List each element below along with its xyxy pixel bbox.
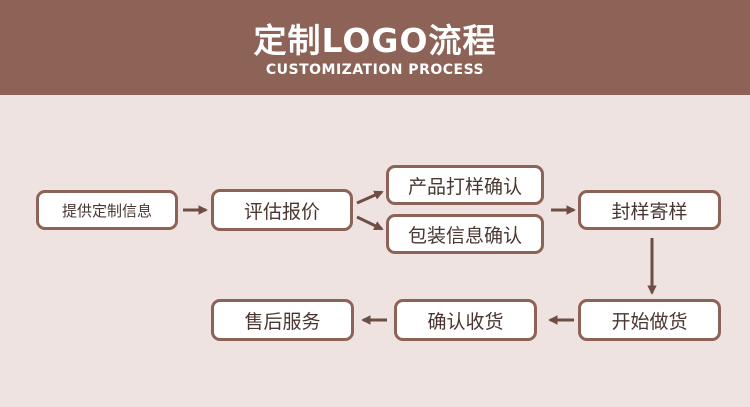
- step-start-production: 开始做货: [578, 299, 721, 341]
- page-subtitle: CUSTOMIZATION PROCESS: [265, 62, 485, 78]
- arrow-quote-to-sample: [356, 190, 384, 205]
- step-quote: 评估报价: [211, 189, 353, 231]
- step-sample-confirm: 产品打样确认: [386, 165, 544, 205]
- step-seal-sample: 封样寄样: [578, 190, 721, 230]
- step-provide-info: 提供定制信息: [36, 190, 178, 230]
- step-confirm-receipt: 确认收货: [394, 299, 537, 341]
- step-after-sales: 售后服务: [211, 299, 354, 341]
- arrow-quote-to-package: [356, 215, 384, 231]
- step-package-confirm: 包装信息确认: [386, 214, 544, 254]
- page-title: 定制LOGO流程: [253, 21, 497, 60]
- header-banner: 定制LOGO流程 CUSTOMIZATION PROCESS: [0, 0, 750, 95]
